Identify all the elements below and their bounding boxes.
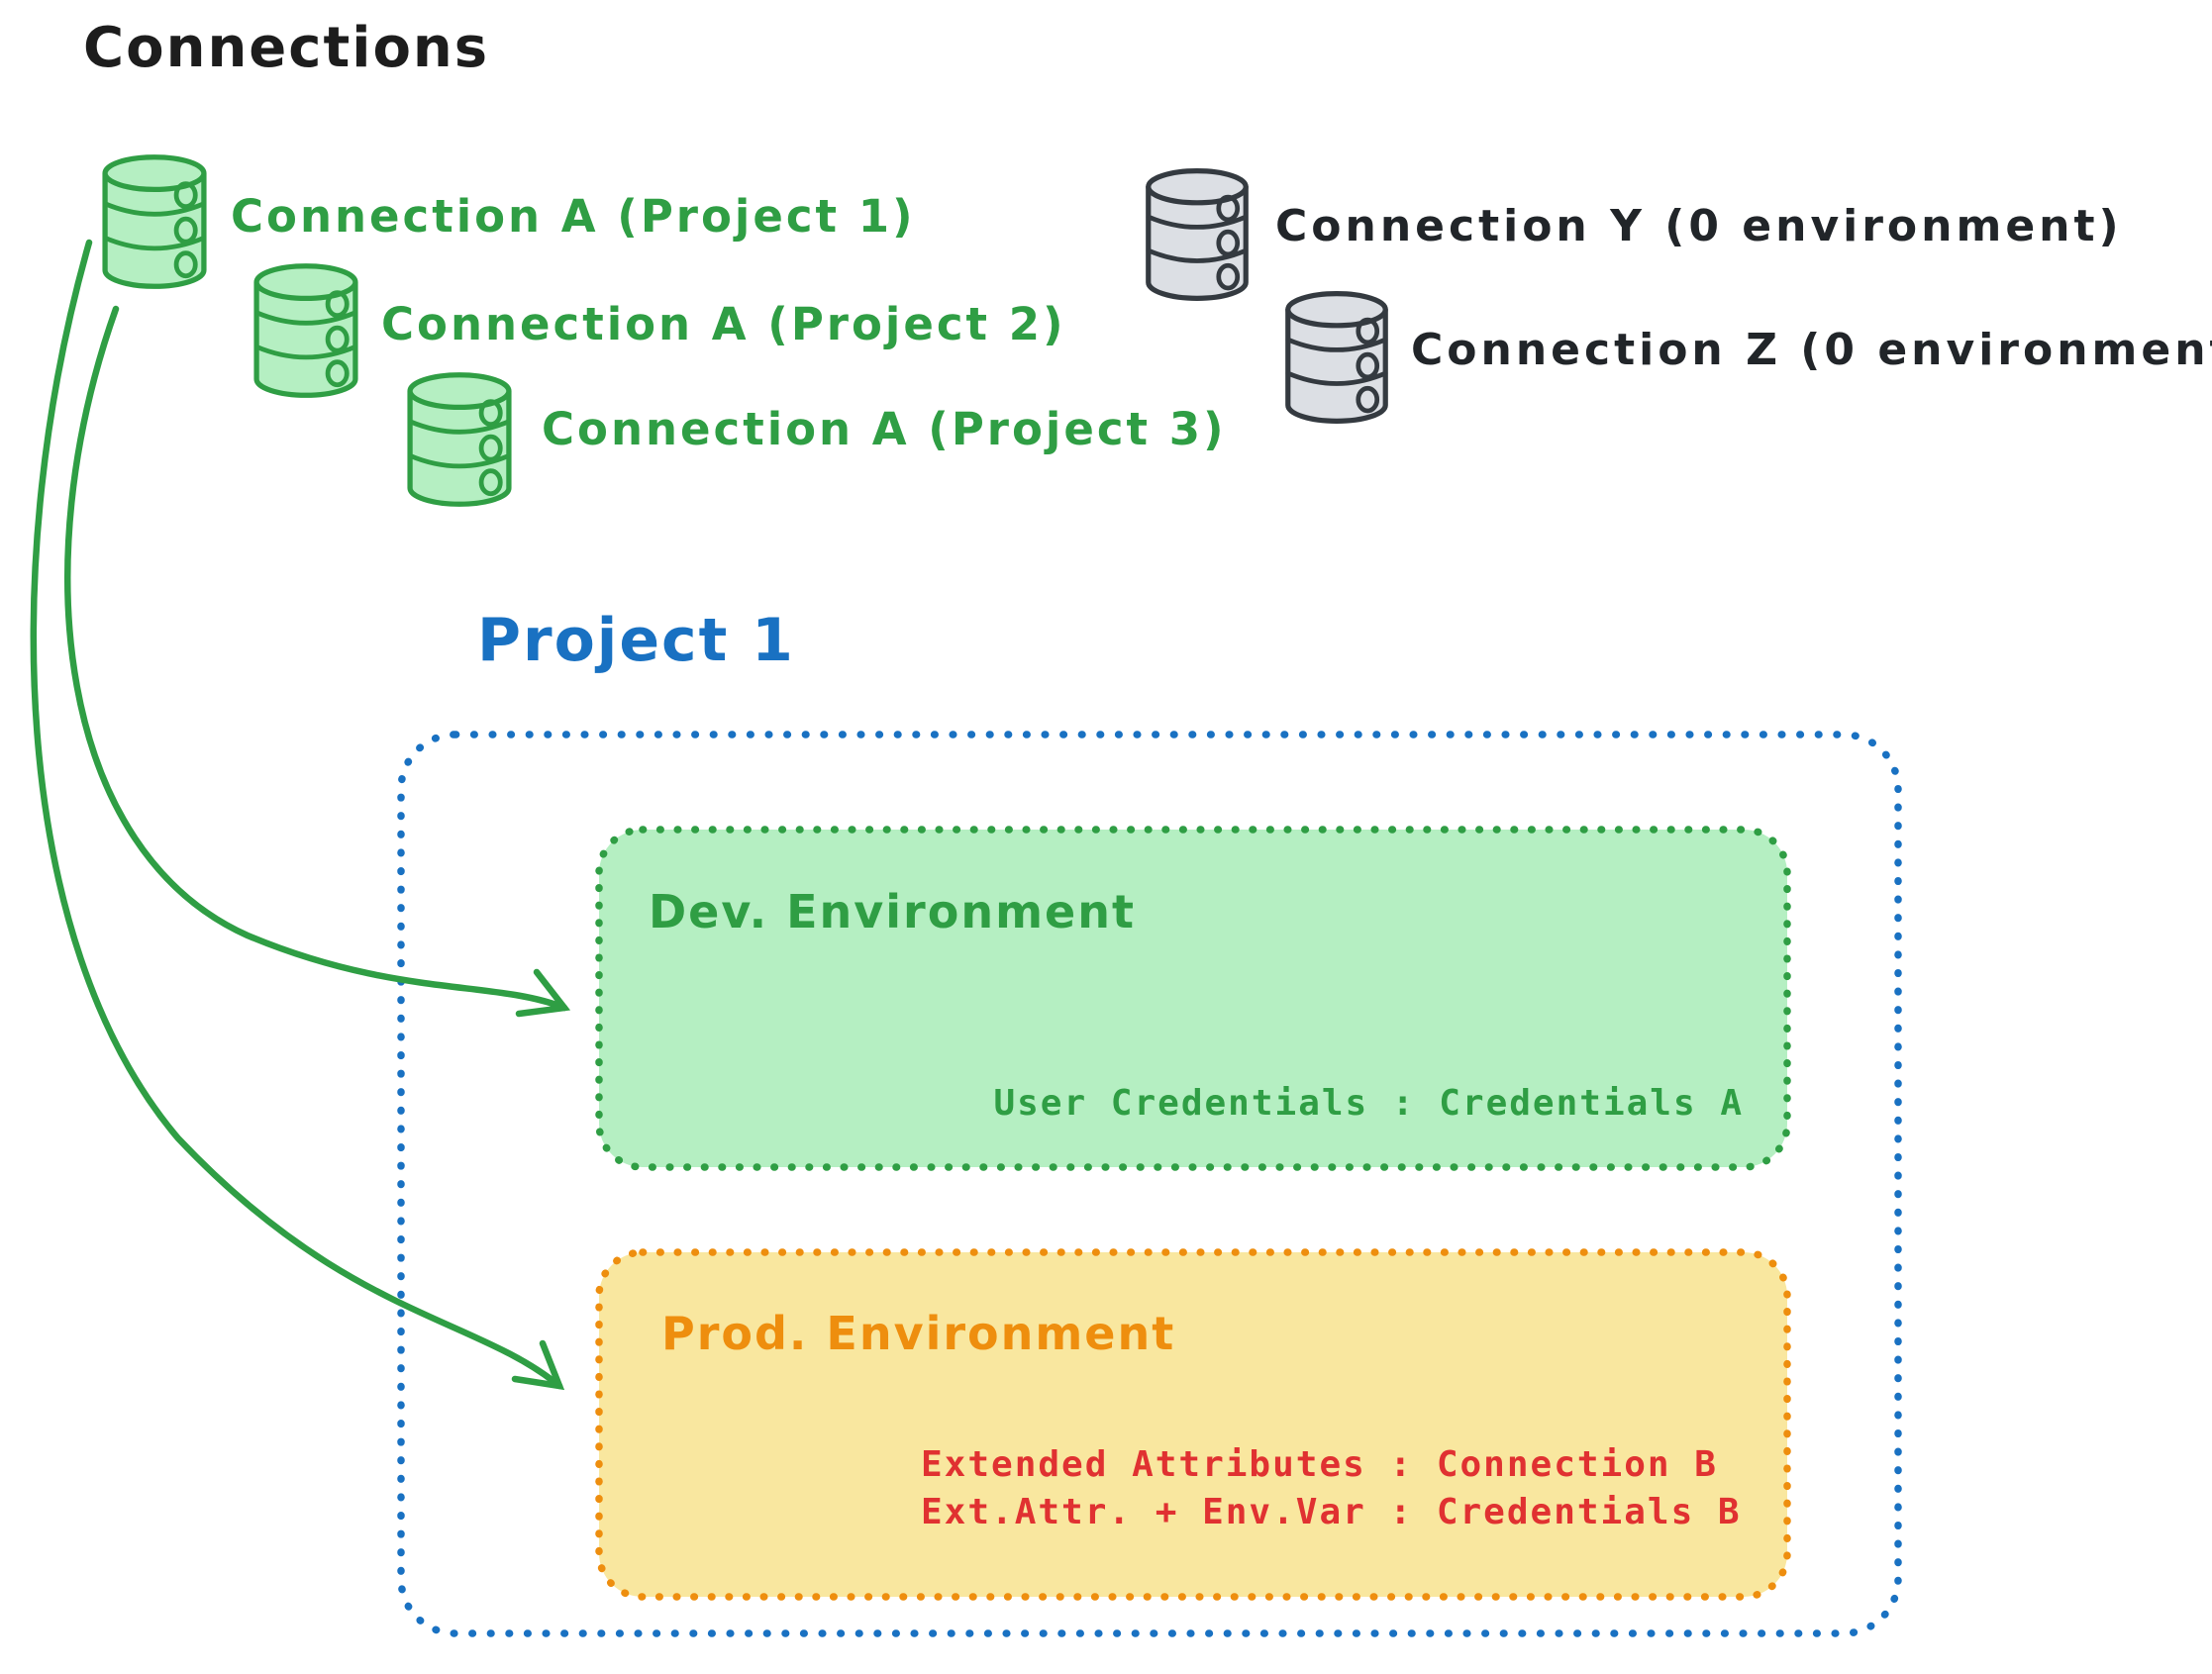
connection-y-label: Connection Y (0 environment) [1275,201,2123,251]
prod-extended-attributes-line: Extended Attributes : Connection B [921,1444,1718,1485]
arrow-connection-a-to-dev-environment [64,305,571,1018]
dev-environment-credentials-line: User Credentials : Credentials A [993,1083,1744,1124]
connection-a-project-2-label: Connection A (Project 2) [381,298,1066,350]
dev-environment-box [595,826,1791,1171]
database-icon-connection-a-project-3 [402,368,517,511]
connection-a-project-3-label: Connection A (Project 3) [542,403,1227,455]
database-icon-connection-y [1141,164,1254,305]
arrow-connection-a-to-prod-environment [30,239,565,1391]
database-icon-connection-a-project-1 [97,150,212,293]
database-icon-connection-z [1280,287,1393,428]
project-1-container-box [397,731,1902,1637]
connection-a-project-1-label: Connection A (Project 1) [231,190,916,243]
project-1-title: Project 1 [477,606,795,675]
dev-environment-title: Dev. Environment [649,885,1136,938]
prod-environment-title: Prod. Environment [661,1307,1176,1360]
prod-environment-box [595,1248,1791,1601]
connection-z-label: Connection Z (0 environment) [1411,325,2212,375]
prod-ext-attr-env-var-line: Ext.Attr. + Env.Var : Credentials B [921,1492,1742,1532]
prod-environment-credentials-lines: Extended Attributes : Connection B Ext.A… [921,1441,1742,1536]
diagram-title: Connections [83,16,490,80]
database-icon-connection-a-project-2 [249,259,363,402]
